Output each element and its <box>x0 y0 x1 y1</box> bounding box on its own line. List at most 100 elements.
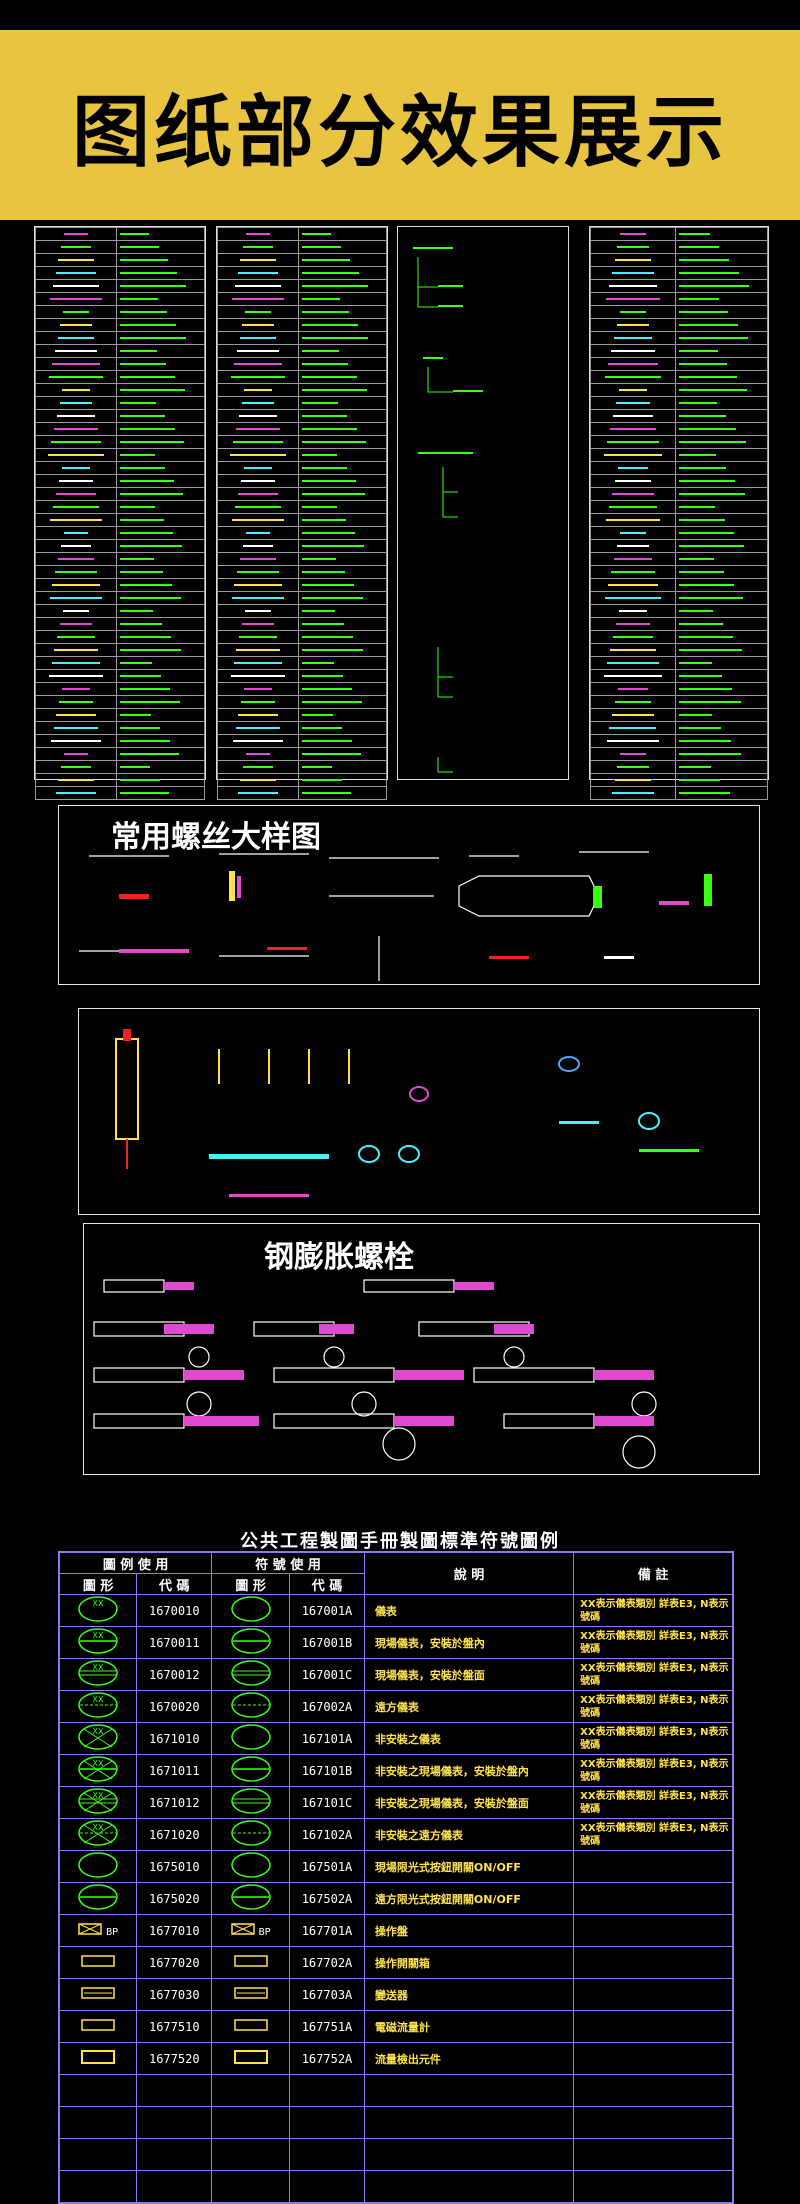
cad-symbol-cell <box>590 747 676 761</box>
cad-label-cell <box>116 357 205 371</box>
legend-shape-cell: XX <box>58 1786 138 1819</box>
cad-symbol-cell <box>590 591 676 605</box>
cad-symbol-mark <box>56 415 96 417</box>
cad-symbol-mark <box>242 623 275 625</box>
cad-label-cell <box>116 552 205 566</box>
cad-legend-panel-4 <box>589 226 769 800</box>
cad-legend-row <box>216 578 387 592</box>
cad-label-mark <box>120 402 157 404</box>
cad-label-mark <box>678 428 737 430</box>
cad-legend-row <box>216 786 387 800</box>
row-note <box>573 1978 734 2011</box>
cad-symbol-cell <box>590 331 676 345</box>
cad-label-cell <box>116 240 205 254</box>
cad-symbol-cell <box>34 383 118 397</box>
cad-legend-row <box>216 552 387 566</box>
cad-symbol-mark <box>235 727 281 729</box>
cad-label-mark <box>678 480 736 482</box>
cad-label-cell <box>116 331 205 345</box>
cad-label-cell <box>298 383 387 397</box>
cad-symbol-cell <box>590 396 676 410</box>
cad-legend-row <box>216 266 387 280</box>
cad-label-cell <box>116 487 205 501</box>
cad-label-mark <box>678 727 722 729</box>
cad-legend-row <box>216 773 387 787</box>
cad-label-cell <box>674 643 769 657</box>
row-note: XX表示儀表類別 詳表E3, N表示號碼 <box>573 1818 734 1851</box>
symbol-shape-cell <box>211 1626 291 1659</box>
cad-symbol-cell <box>590 773 676 787</box>
cad-legend-row <box>34 656 205 670</box>
cad-legend-row <box>590 643 769 657</box>
cad-symbol-cell <box>34 513 118 527</box>
empty-cell <box>363 2106 575 2139</box>
cad-label-cell <box>298 318 387 332</box>
cad-symbol-cell <box>34 773 118 787</box>
cad-label-mark <box>120 675 162 677</box>
cad-label-cell <box>674 318 769 332</box>
cad-label-cell <box>674 344 769 358</box>
cad-label-mark <box>120 792 169 794</box>
cad-symbol-cell <box>216 708 300 722</box>
cad-label-mark <box>120 597 182 599</box>
cad-symbol-cell <box>216 682 300 696</box>
row-description: 非安裝之現場儀表，安裝於盤內 <box>363 1754 575 1787</box>
cad-symbol-mark <box>63 532 89 534</box>
symbol-shape-cell <box>211 1754 291 1787</box>
empty-cell <box>136 2170 213 2204</box>
cad-label-mark <box>120 298 158 300</box>
cad-label-mark <box>302 480 356 482</box>
cad-label-cell <box>298 266 387 280</box>
cad-symbol-cell <box>590 422 676 436</box>
cad-symbol-cell <box>216 539 300 553</box>
cad-label-mark <box>678 363 728 365</box>
cad-legend-row <box>216 513 387 527</box>
header-note: 備 註 <box>573 1551 734 1595</box>
cad-label-cell <box>298 721 387 735</box>
cad-label-mark <box>302 493 366 495</box>
cad-symbol-cell <box>590 539 676 553</box>
symbol-code: 167702A <box>289 1946 365 1979</box>
cad-label-mark <box>302 428 357 430</box>
symbol-shape-cell <box>211 1658 291 1691</box>
cad-legend-row <box>590 279 769 293</box>
cad-symbol-cell <box>34 734 118 748</box>
cad-symbol-cell <box>216 604 300 618</box>
cad-symbol-mark <box>60 545 92 547</box>
cad-symbol-cell <box>590 734 676 748</box>
cad-label-mark <box>678 571 724 573</box>
cad-label-mark <box>678 649 743 651</box>
cad-legend-row <box>34 760 205 774</box>
cad-legend-row <box>590 474 769 488</box>
cad-legend-row <box>34 448 205 462</box>
cad-symbol-mark <box>619 311 647 313</box>
cad-legend-row <box>590 266 769 280</box>
cad-label-mark <box>302 246 341 248</box>
symbol-shape-cell <box>211 1946 291 1979</box>
empty-cell <box>289 2074 365 2107</box>
cad-symbol-cell <box>34 695 118 709</box>
cad-symbol-cell <box>590 383 676 397</box>
cad-legend-row <box>216 370 387 384</box>
cad-label-mark <box>120 311 168 313</box>
cad-legend-row <box>34 747 205 761</box>
cad-symbol-mark <box>605 597 661 599</box>
cad-symbol-cell <box>216 552 300 566</box>
cad-symbol-mark <box>58 779 94 781</box>
cad-legend-row <box>34 708 205 722</box>
cad-legend-row <box>590 227 769 241</box>
legend-empty-row <box>58 2170 734 2204</box>
instrument-symbol-icon <box>227 1692 275 1722</box>
cad-legend-row <box>34 513 205 527</box>
row-note <box>573 1850 734 1883</box>
cad-legend-row <box>590 344 769 358</box>
cad-symbol-mark <box>230 454 286 456</box>
cad-symbol-mark <box>58 558 95 560</box>
cad-symbol-cell <box>590 786 676 800</box>
cad-label-mark <box>120 623 163 625</box>
fastener-detail-section <box>78 1008 760 1215</box>
legend-shape-cell <box>58 1946 138 1979</box>
row-description: 遠方儀表 <box>363 1690 575 1723</box>
